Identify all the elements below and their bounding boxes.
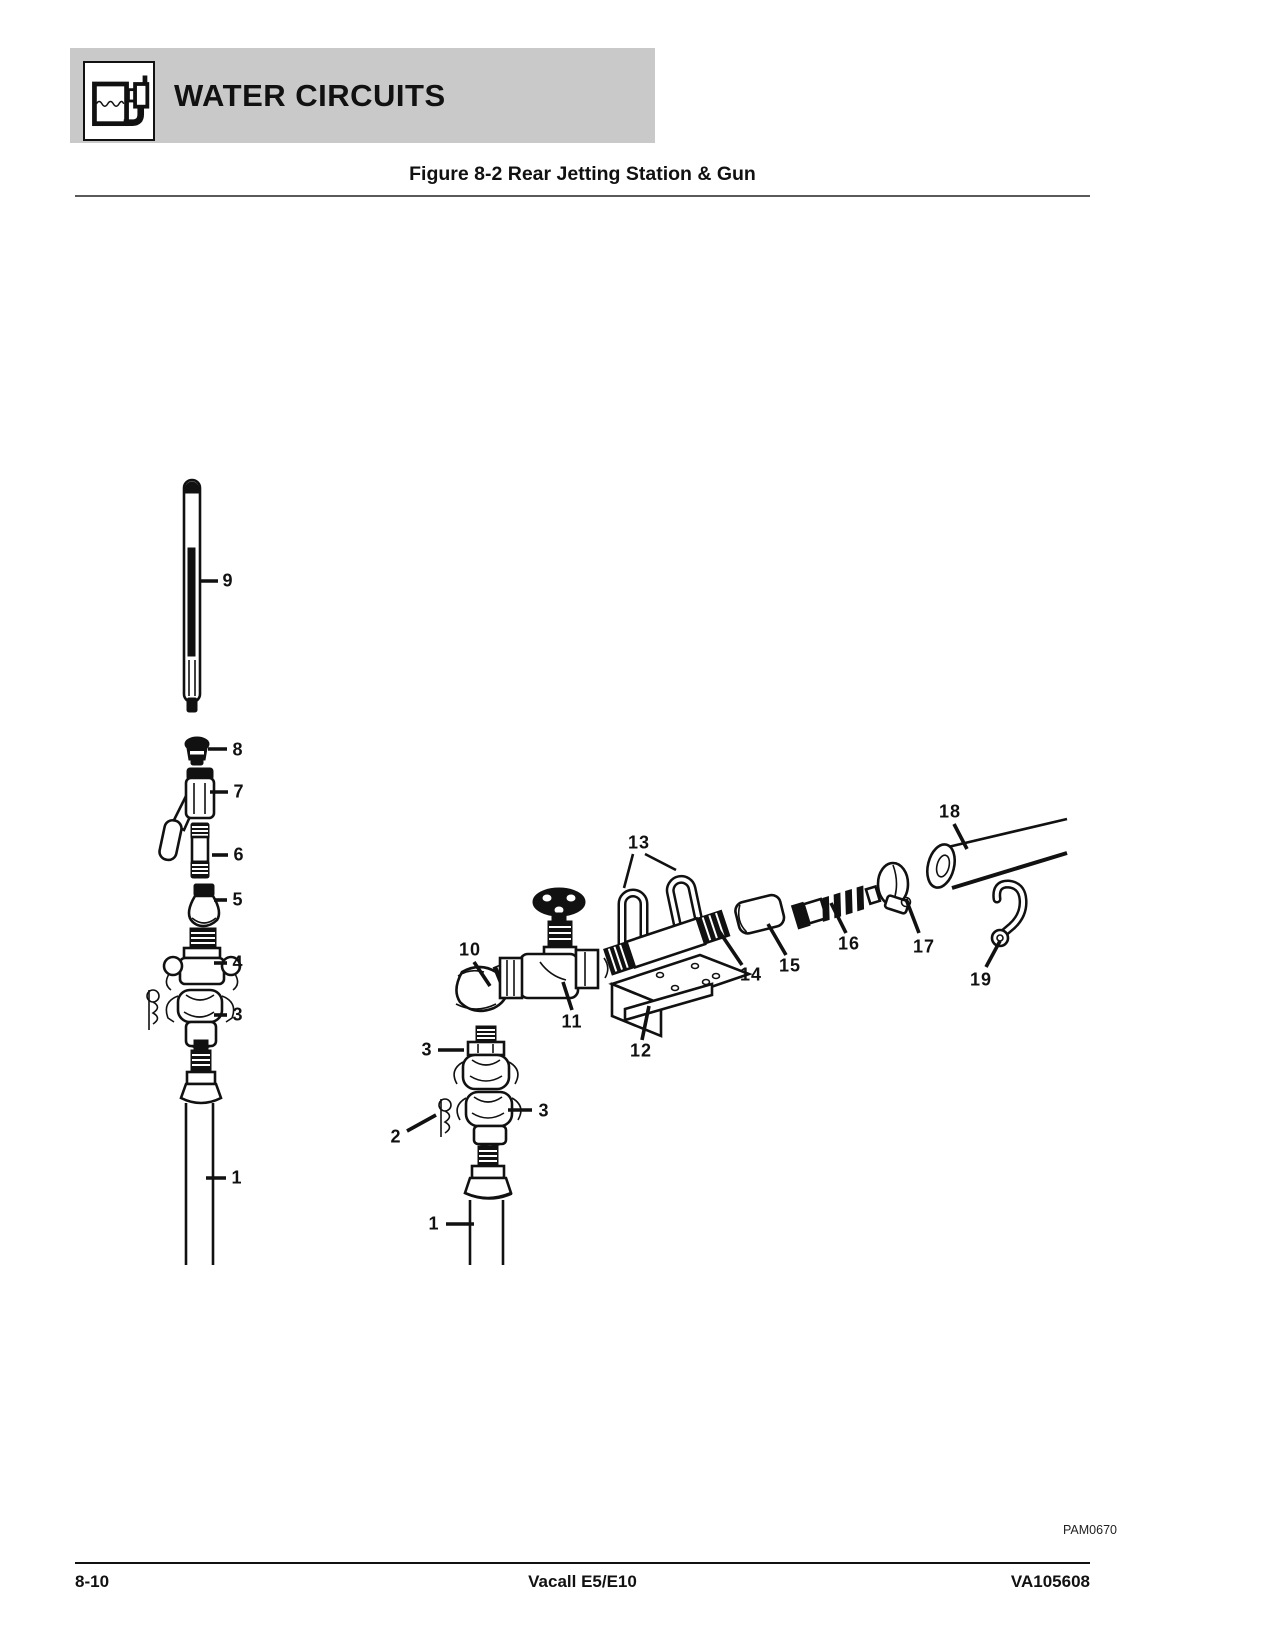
footer-doc-number: VA105608 xyxy=(1010,1572,1090,1591)
water-tank-jet-icon-svg xyxy=(92,75,150,127)
part-label-3: 3 xyxy=(421,1039,433,1060)
retainer-clip-left xyxy=(146,989,160,1030)
part-label-3: 3 xyxy=(232,1004,244,1025)
water-tank-jet-icon xyxy=(83,61,155,141)
footer-page-number: 8-10 xyxy=(75,1572,110,1591)
part-16-hose-barb xyxy=(790,884,882,930)
part-label-11: 11 xyxy=(561,1011,583,1032)
part-2-clip xyxy=(438,1098,452,1137)
part-4-coupler xyxy=(162,927,242,991)
figure-title: Figure 8-2 Rear Jetting Station & Gun xyxy=(409,163,756,185)
part-label-6: 6 xyxy=(233,844,245,865)
part-7-ball-valve xyxy=(158,767,216,862)
part-label-16: 16 xyxy=(837,933,861,954)
part-3-coupling-mid-lower xyxy=(456,1090,522,1147)
figure-title-rule xyxy=(75,195,1090,197)
part-1-hose-left xyxy=(179,1039,223,1265)
part-8-nozzle xyxy=(184,736,210,766)
part-15-sleeve xyxy=(734,893,786,935)
part-19-hook-clamp xyxy=(990,879,1028,948)
part-label-7: 7 xyxy=(233,781,245,802)
image-ref-code: PAM0670 xyxy=(1063,1523,1117,1537)
part-14-pipe-nipple xyxy=(603,909,731,976)
part-18-hose xyxy=(926,817,1068,890)
leader-lines xyxy=(200,579,1002,1226)
part-label-5: 5 xyxy=(232,889,244,910)
part-label-15: 15 xyxy=(778,955,802,976)
part-label-18: 18 xyxy=(938,801,962,822)
part-label-1: 1 xyxy=(428,1213,440,1234)
part-6-nipple xyxy=(190,822,210,879)
part-label-14: 14 xyxy=(739,964,763,985)
part-13-u-bolts xyxy=(617,874,705,965)
part-label-2: 2 xyxy=(390,1126,402,1147)
part-label-19: 19 xyxy=(969,969,993,990)
part-label-13: 13 xyxy=(627,832,651,853)
part-label-1: 1 xyxy=(231,1167,243,1188)
part-label-10: 10 xyxy=(458,939,482,960)
part-label-8: 8 xyxy=(232,739,244,760)
part-label-12: 12 xyxy=(629,1040,653,1061)
part-label-17: 17 xyxy=(912,936,936,957)
part-5-adapter xyxy=(187,883,221,928)
part-9-lance xyxy=(182,478,202,713)
section-title: WATER CIRCUITS xyxy=(174,77,446,113)
part-label-3: 3 xyxy=(538,1100,550,1121)
footer-rule xyxy=(75,1562,1090,1564)
part-1-hose-middle xyxy=(463,1145,513,1265)
part-label-4: 4 xyxy=(232,952,244,973)
footer-model: Vacall E5/E10 xyxy=(528,1572,637,1591)
section-header-bar: WATER CIRCUITS xyxy=(70,48,655,143)
part-3-coupling-mid-upper xyxy=(453,1025,519,1091)
part-17-hose-clamp xyxy=(876,861,912,915)
part-label-9: 9 xyxy=(222,570,234,591)
